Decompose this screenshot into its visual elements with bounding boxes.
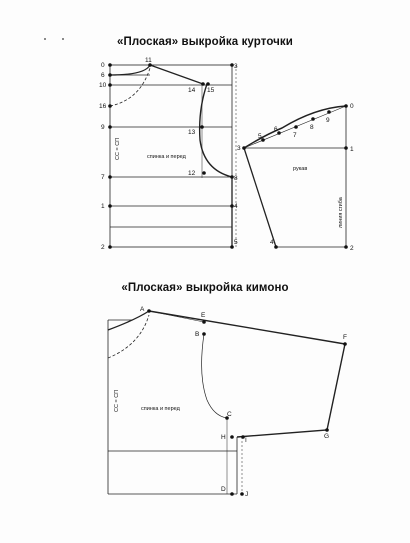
point-label: 6	[274, 126, 278, 133]
point-label: 3	[234, 63, 238, 70]
point-label: 9	[101, 124, 105, 131]
jacket-neckline	[109, 64, 151, 76]
sleeve-point-labels: 3 5 6 7 8 9 0 1 2 4	[237, 103, 354, 252]
kimono-armhole	[201, 333, 228, 419]
point-label: 9	[326, 117, 330, 124]
kimono-pattern-title: «Плоская» выкройка кимоно	[121, 282, 289, 294]
point-label: A	[140, 306, 145, 313]
point-label: 4	[270, 239, 274, 246]
sleeve-cap	[243, 105, 347, 149]
point-label: 4	[234, 203, 238, 210]
point-label: B	[195, 331, 199, 338]
page-speck	[62, 38, 64, 40]
point-label: 10	[99, 82, 107, 89]
kimono-front-neckline	[107, 314, 150, 359]
point-label: 1	[350, 146, 354, 153]
point-label: 11	[145, 57, 152, 64]
point-label: 5	[258, 133, 262, 140]
jacket-armhole	[198, 83, 233, 178]
kimono-side-label: СС = СП	[114, 390, 120, 412]
point-label: 14	[188, 87, 196, 94]
jacket-body-label: спинка и перед	[147, 154, 187, 160]
kimono-draft	[107, 319, 243, 495]
kimono-outline	[148, 310, 346, 438]
jacket-point-labels: 0 6 10 16 9 7 1 2 11 14 15 13 12 8 4 5 3	[99, 57, 238, 251]
point-label: 13	[188, 129, 196, 136]
point-label: 3	[237, 145, 241, 152]
point-label: 8	[234, 175, 238, 182]
point-label: 8	[310, 124, 314, 131]
kimono-neckline	[107, 310, 150, 331]
jacket-front-neckline	[109, 67, 151, 107]
point-label: 5	[234, 239, 238, 246]
point-label: 15	[207, 87, 215, 94]
point-label: 12	[188, 170, 196, 177]
sleeve-fold-label: линия сгиба	[338, 196, 344, 228]
point-label: 0	[350, 103, 354, 110]
kimono-point-labels: A E B F C H I G D J	[140, 306, 347, 498]
jacket-side-label: СС = СП	[115, 138, 121, 160]
kimono-body-label: спинка и перед	[141, 406, 181, 412]
point-label: G	[324, 433, 329, 440]
page-speck	[44, 38, 46, 40]
point-label: 16	[99, 103, 107, 110]
sleeve-label: рукав	[293, 166, 307, 172]
point-label: H	[221, 434, 226, 441]
point-label: 0	[101, 62, 105, 69]
point-label: I	[245, 437, 247, 444]
point-label: D	[221, 486, 226, 493]
point-label: 6	[101, 72, 105, 79]
jacket-shoulder	[149, 64, 204, 85]
point-label: 7	[101, 174, 105, 181]
jacket-pattern-title: «Плоская» выкройка курточки	[117, 36, 293, 48]
point-label: C	[227, 411, 232, 418]
point-label: 2	[350, 245, 354, 252]
point-label: J	[245, 491, 248, 498]
point-label: E	[201, 312, 206, 319]
point-label: F	[343, 334, 347, 341]
point-label: 1	[101, 203, 105, 210]
point-label: 2	[101, 244, 105, 251]
point-label: 7	[293, 132, 297, 139]
